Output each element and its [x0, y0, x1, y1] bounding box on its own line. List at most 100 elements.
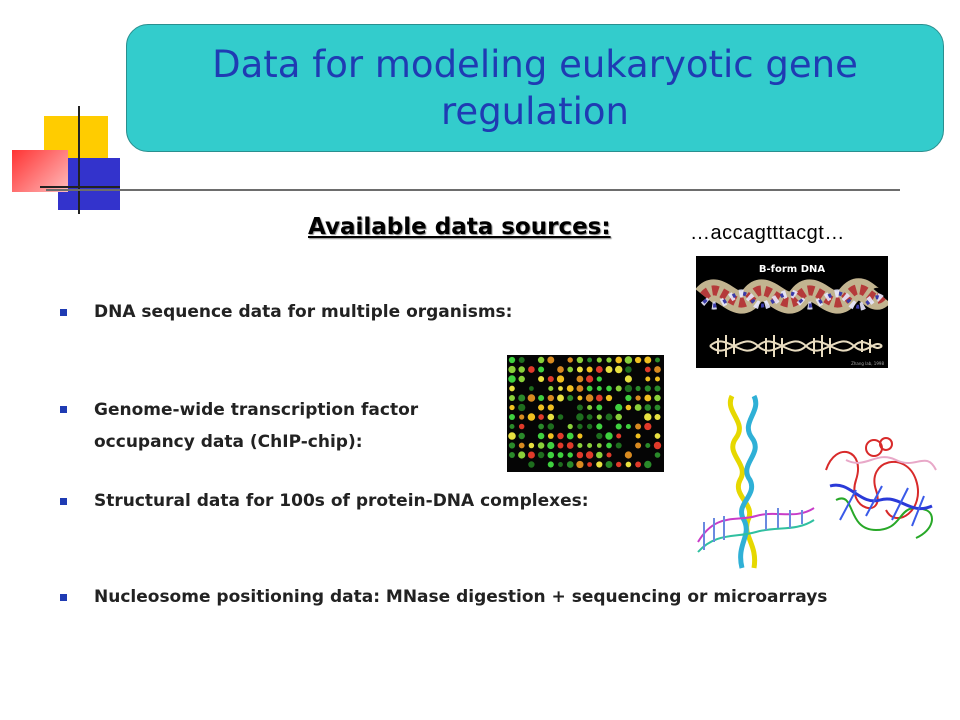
microarray-spot — [577, 442, 583, 449]
microarray-spot — [624, 384, 633, 393]
microarray-spot — [518, 403, 526, 412]
microarray-spot — [508, 432, 516, 440]
microarray-spot — [557, 394, 564, 402]
microarray-spot — [645, 376, 651, 382]
microarray-spot — [605, 432, 613, 440]
microarray-spot — [576, 460, 584, 469]
microarray-spot — [654, 366, 661, 373]
microarray-spot — [635, 385, 641, 392]
microarray-spot — [547, 461, 554, 468]
microarray-spot — [518, 366, 525, 373]
microarray-spot — [538, 404, 545, 411]
microarray-spot — [615, 403, 623, 412]
microarray-spot — [576, 404, 583, 411]
microarray-spot — [606, 442, 612, 449]
microarray-spot — [615, 385, 622, 392]
square-bullet-icon — [60, 498, 67, 505]
microarray-spot — [557, 366, 564, 373]
microarray-spot — [538, 366, 545, 373]
microarray-spot — [644, 356, 652, 364]
microarray-spot — [616, 433, 622, 439]
corner-decoration — [0, 100, 140, 220]
bullet-structural: Structural data for 100s of protein-DNA … — [60, 490, 860, 512]
microarray-spot — [538, 394, 545, 402]
dna-image-label: B-form DNA — [759, 264, 825, 275]
microarray-spot — [644, 366, 651, 373]
microarray-spot — [557, 432, 564, 440]
microarray-spot — [509, 385, 515, 392]
microarray-spot — [547, 356, 555, 364]
title-rule — [46, 189, 900, 191]
microarray-spot — [644, 422, 652, 431]
microarray-spot — [567, 357, 573, 363]
microarray-spot — [596, 443, 602, 448]
title-box: Data for modeling eukaryotic gene regula… — [126, 24, 944, 152]
microarray-spot — [654, 433, 661, 439]
dna-image-credit: Zhang lab, 1998 — [851, 361, 884, 366]
microarray-spot — [577, 395, 583, 401]
microarray-spot — [605, 366, 613, 373]
microarray-spot — [537, 451, 545, 459]
slide-title: Data for modeling eukaryotic gene regula… — [212, 43, 858, 133]
microarray-spot — [547, 394, 554, 402]
microarray-spot — [596, 385, 602, 392]
microarray-spots — [508, 356, 662, 469]
microarray-spot — [596, 432, 603, 440]
microarray-spot — [653, 441, 662, 450]
microarray-spot — [566, 432, 574, 440]
microarray-spot — [537, 442, 545, 449]
microarray-spot — [596, 423, 603, 430]
microarray-spot — [634, 404, 642, 411]
microarray-spot — [634, 356, 642, 364]
microarray-spot — [644, 385, 651, 392]
horizontal-line — [40, 186, 120, 188]
microarray-spot — [576, 451, 584, 459]
microarray-spot — [654, 357, 661, 363]
microarray-spot — [624, 375, 632, 383]
microarray-spot — [528, 442, 535, 449]
bullet-dna-sequence: DNA sequence data for multiple organisms… — [60, 301, 860, 323]
microarray-spot — [615, 365, 623, 374]
red-square — [12, 150, 68, 192]
microarray-spot — [538, 375, 545, 383]
bullet-text: Genome-wide transcription factor occupan… — [94, 400, 419, 452]
microarray-spot — [567, 394, 574, 402]
protein-dna-structure-image — [696, 392, 816, 572]
microarray-spot — [586, 414, 593, 420]
microarray-spot — [595, 366, 603, 373]
microarray-spot — [654, 452, 661, 458]
microarray-spot — [538, 423, 544, 430]
microarray-spot — [518, 423, 525, 430]
microarray-spot — [596, 414, 602, 420]
microarray-spot — [595, 394, 603, 402]
microarray-spot — [576, 375, 584, 383]
microarray-spot — [644, 394, 652, 402]
microarray-spot — [528, 366, 535, 373]
microarray-spot — [518, 451, 526, 459]
microarray-spot — [645, 442, 651, 449]
microarray-spot — [547, 413, 555, 421]
microarray-spot — [625, 461, 632, 468]
microarray-spot — [567, 423, 573, 430]
microarray-spot — [586, 385, 593, 392]
microarray-spot — [655, 376, 660, 382]
protein-dna-complex-image — [816, 430, 944, 548]
microarray-spot — [587, 357, 593, 363]
ladder-helix — [709, 335, 883, 357]
microarray-spot — [576, 413, 584, 421]
microarray-spot — [518, 375, 525, 383]
bullet-text: DNA sequence data for multiple organisms… — [94, 302, 513, 322]
microarray-spot — [596, 404, 603, 411]
microarray-spot — [566, 461, 574, 468]
microarray-spot — [596, 376, 602, 382]
microarray-spot — [577, 423, 583, 430]
microarray-spot — [547, 423, 555, 430]
microarray-spot — [654, 404, 661, 411]
microarray-spot — [625, 394, 632, 402]
microarray-spot — [509, 395, 515, 401]
microarray-spot — [586, 366, 593, 373]
microarray-spot — [509, 423, 515, 430]
microarray-spot — [508, 375, 516, 383]
microarray-spot — [567, 452, 573, 458]
microarray-spot — [635, 442, 642, 449]
